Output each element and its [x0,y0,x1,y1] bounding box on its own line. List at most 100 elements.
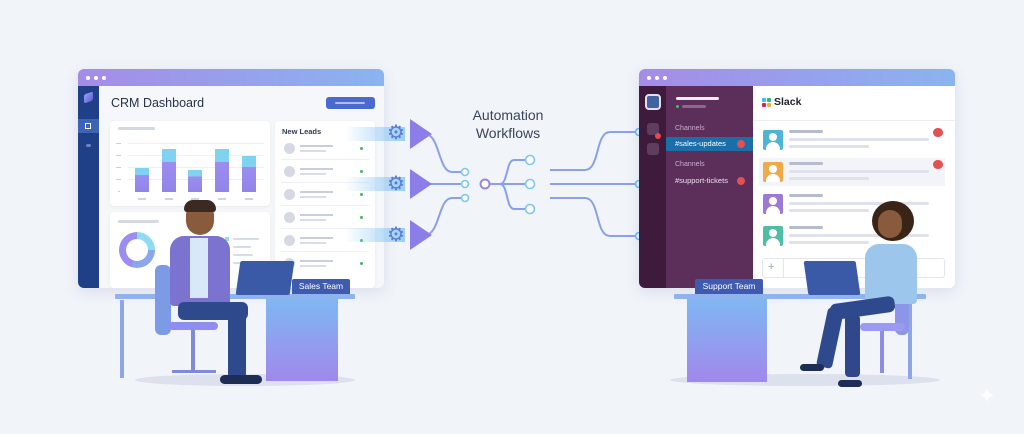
gear-icon: ⚙ [387,173,405,195]
window-dot [102,75,106,80]
status-dot [360,147,363,150]
channels-header: Channels [675,125,705,132]
status-dot [360,216,363,219]
sales-team-nameplate: Sales Team [292,279,350,294]
new-leads-card: New Leads [275,121,375,288]
flow-node [460,193,470,203]
message-pane: Slack + [753,86,955,288]
online-status-icon [676,105,679,108]
chart-bar [215,149,229,192]
chair-post [880,331,884,373]
chart-bar [242,156,256,192]
window-dot [655,75,659,80]
channel-support-tickets[interactable]: #support-tickets [666,174,753,188]
support-team-nameplate: Support Team [695,279,763,294]
channels-header: Channels [675,161,705,168]
flow-node [460,179,470,189]
leads-title: New Leads [282,127,322,136]
window-dot [663,75,667,80]
lead-row[interactable] [281,138,369,160]
chair-seat [168,322,218,330]
arrow-right-icon [410,220,432,250]
gear-icon: ⚙ [387,122,405,144]
person-head [878,210,902,238]
person-leg [845,315,860,377]
desk-leg [120,300,124,378]
unread-badge [737,140,745,148]
crm-titlebar [78,69,384,86]
notification-badge [933,160,943,169]
sidebar-item-dashboard[interactable] [78,119,99,133]
slack-logo-icon [762,97,771,107]
status-dot [360,170,363,173]
notification-badge [655,133,661,139]
workspace-icon[interactable] [647,143,659,155]
person-shoe [800,364,824,371]
bar-chart-card [110,121,270,206]
person-shoe [220,375,262,384]
avatar [284,212,295,223]
flow-hub-node [479,178,491,190]
message-item[interactable] [759,190,945,218]
avatar [763,162,783,182]
chair-base [172,370,216,373]
chair-post [191,330,195,372]
desk-top [115,294,355,299]
chair-seat [860,323,905,331]
plus-icon[interactable]: + [768,261,775,273]
lead-row[interactable] [281,184,369,206]
person-leg [228,310,246,378]
lead-row[interactable] [281,253,369,275]
channel-sidebar: Channels #sales-updates Channels #suppor… [666,86,753,288]
workspace-icon[interactable] [645,94,661,110]
crm-logo-icon [84,91,93,104]
desk-leg [908,299,912,379]
card-heading [118,127,155,130]
chart-bar [162,149,176,192]
title-line-1: Automation [472,107,544,123]
message-item[interactable] [759,126,945,154]
flow-node [524,154,536,166]
laptop [803,261,861,295]
channel-sales-updates[interactable]: #sales-updates [666,137,753,151]
avatar [763,130,783,150]
workspace-icon[interactable] [647,123,659,135]
window-dot [647,75,651,80]
chair-back [155,265,171,335]
automation-workflows-title: Automation Workflows [452,106,564,142]
person-hair [184,200,216,212]
channel-label: #sales-updates [675,139,726,148]
chart-bar [188,170,202,192]
laptop [235,261,295,295]
users-icon[interactable] [86,144,91,147]
slack-logo: Slack [762,96,801,108]
dashboard-grid-icon [85,123,91,129]
sparkle-icon: ✦ [977,383,997,408]
lead-row[interactable] [281,207,369,229]
data-beam [345,127,405,141]
arrow-right-icon [410,119,432,149]
avatar [284,143,295,154]
crm-sidebar [78,86,99,288]
notification-badge [933,128,943,137]
status-dot [360,262,363,265]
data-beam [345,228,405,242]
card-heading [118,220,159,223]
crm-window: CRM Dashboard New Leads [78,69,384,288]
avatar [763,194,783,214]
flow-node [524,203,536,215]
desk-cabinet [266,299,338,381]
crm-action-button[interactable] [326,97,375,109]
avatar [763,226,783,246]
slack-titlebar [639,69,955,86]
arrow-right-icon [410,169,432,199]
gear-icon: ⚙ [387,224,405,246]
slack-window: Channels #sales-updates Channels #suppor… [639,69,955,288]
donut-chart [119,232,155,268]
flow-node [524,178,536,190]
message-item[interactable] [759,222,945,250]
status-dot [360,193,363,196]
lead-row[interactable] [281,161,369,183]
flow-node [460,167,470,177]
message-item[interactable] [759,158,945,186]
